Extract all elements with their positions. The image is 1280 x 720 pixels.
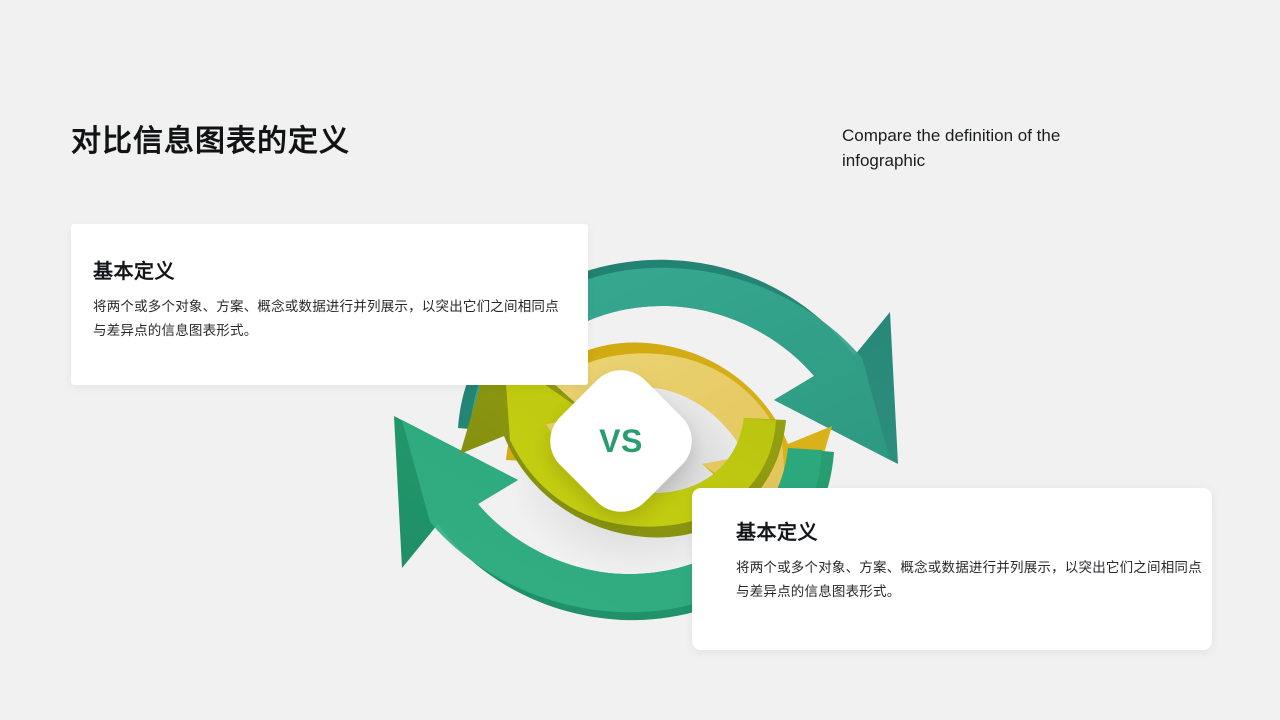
page-subtitle-en: Compare the definition of the infographi…: [842, 126, 1061, 170]
card-body: 将两个或多个对象、方案、概念或数据进行并列展示，以突出它们之间相同点与差异点的信…: [736, 560, 1202, 599]
definition-card-right: 基本定义 将两个或多个对象、方案、概念或数据进行并列展示，以突出它们之间相同点与…: [692, 488, 1212, 650]
arrow-left-olive-inner: [504, 356, 776, 527]
vs-label: VS: [599, 422, 643, 459]
card-body: 将两个或多个对象、方案、概念或数据进行并列展示，以突出它们之间相同点与差异点的信…: [93, 299, 559, 338]
card-heading: 基本定义: [736, 522, 818, 544]
card-heading: 基本定义: [93, 261, 175, 283]
definition-card-left: 基本定义 将两个或多个对象、方案、概念或数据进行并列展示，以突出它们之间相同点与…: [71, 224, 588, 385]
page-title: 对比信息图表的定义: [71, 125, 350, 158]
